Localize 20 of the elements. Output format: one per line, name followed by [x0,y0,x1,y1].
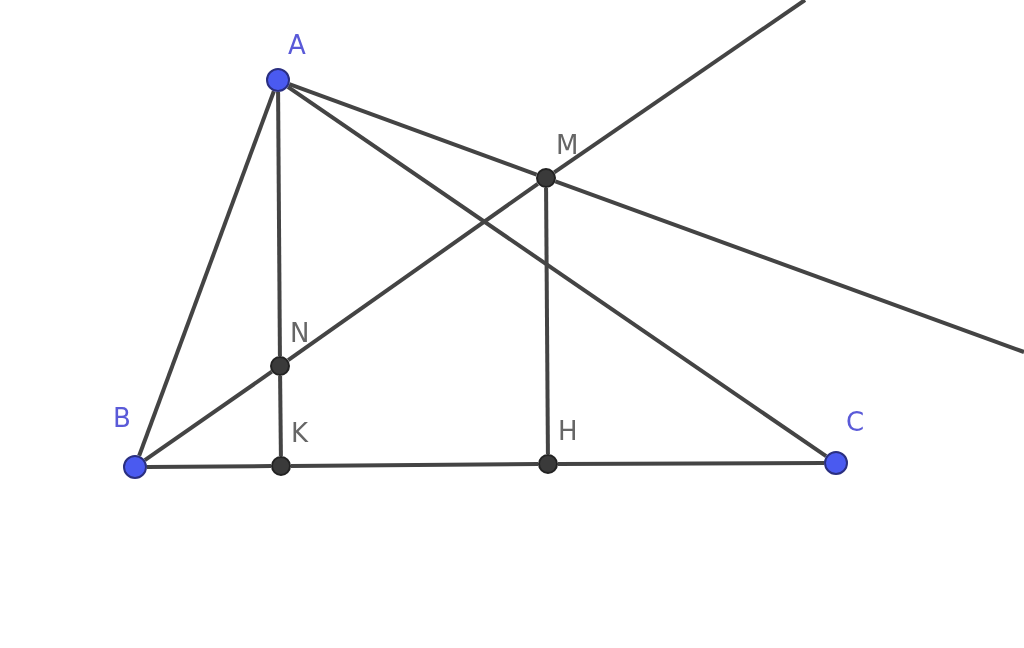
line-segment [287,182,539,362]
point-label: C [846,407,865,437]
line-segment [558,461,824,466]
line-segment [278,375,283,457]
point-label: M [556,130,579,160]
line-segment [147,464,271,469]
line-segment [544,188,550,454]
line-segment [286,85,828,458]
line-segment [276,92,282,356]
point-label: H [558,416,578,446]
point-label: B [113,403,131,433]
point-label: N [290,318,310,348]
line-segment [137,90,276,457]
point-label: K [291,418,309,448]
point-label: A [288,30,306,60]
line-segment [554,179,1024,354]
line-segment [143,370,273,462]
line-segment [290,462,539,468]
line-segment [288,82,538,177]
line-segment [553,0,807,174]
